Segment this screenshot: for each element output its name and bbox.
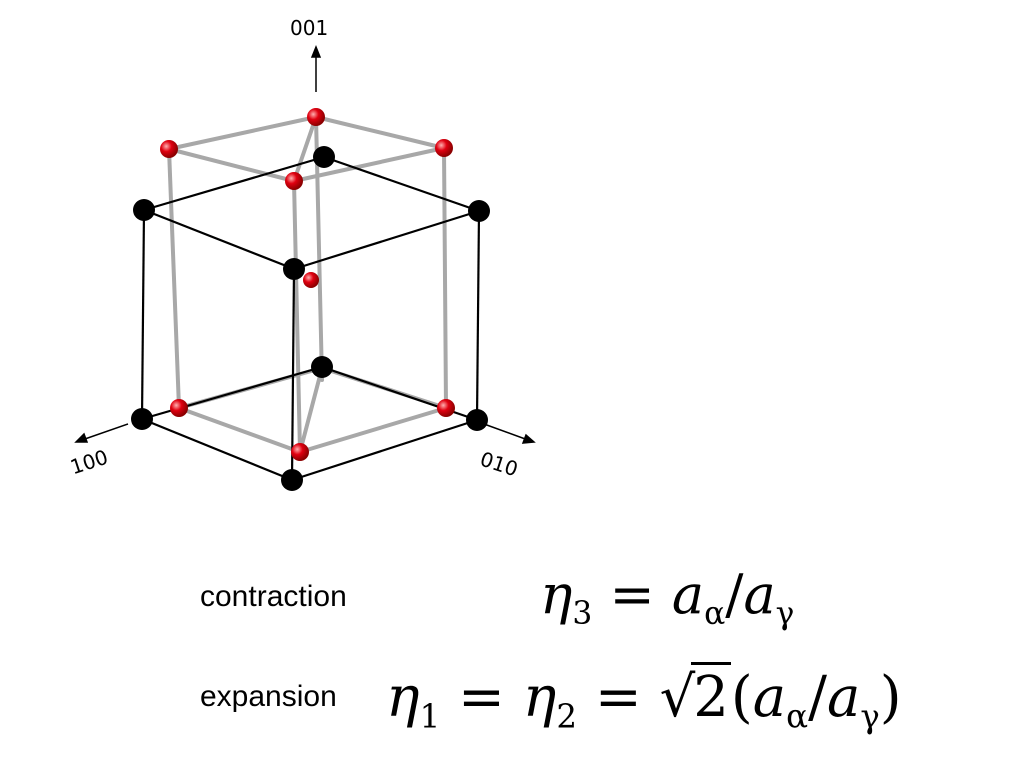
lattice-diagram (74, 44, 536, 491)
atom-red (285, 172, 303, 190)
expansion-label: expansion (200, 680, 337, 713)
red-atoms (160, 108, 455, 461)
atom-black (281, 469, 303, 491)
atom-red (160, 140, 178, 158)
atom-black (283, 258, 305, 280)
black-atoms (131, 146, 490, 491)
gray-frame (167, 115, 448, 454)
atom-black (466, 409, 488, 431)
atom-black (131, 408, 153, 430)
atom-black (133, 199, 155, 221)
axis-arrows (74, 44, 536, 444)
atom-black (468, 200, 490, 222)
atom-red (437, 399, 455, 417)
axis-001-arrowhead (310, 44, 322, 58)
atom-red (435, 139, 453, 157)
atom-red (170, 399, 188, 417)
black-frame (140, 155, 481, 482)
atom-black (313, 146, 335, 168)
atom-red (291, 443, 309, 461)
axis-100-arrow (81, 423, 129, 441)
axis-010-arrow (483, 423, 529, 441)
contraction-label: contraction (200, 580, 347, 613)
square-root: √2 (660, 662, 731, 730)
atom-black (311, 356, 333, 378)
atom-red (303, 272, 319, 288)
contraction-equation: η3 = aα/aγ (540, 563, 795, 632)
axis-010-arrowhead (521, 433, 536, 444)
axis-100-arrowhead (74, 432, 89, 443)
expansion-equation: η1 = η2 = √2(aα/aγ) (386, 662, 902, 733)
atom-red (307, 108, 325, 126)
axis-label-001: 001 (290, 16, 329, 40)
